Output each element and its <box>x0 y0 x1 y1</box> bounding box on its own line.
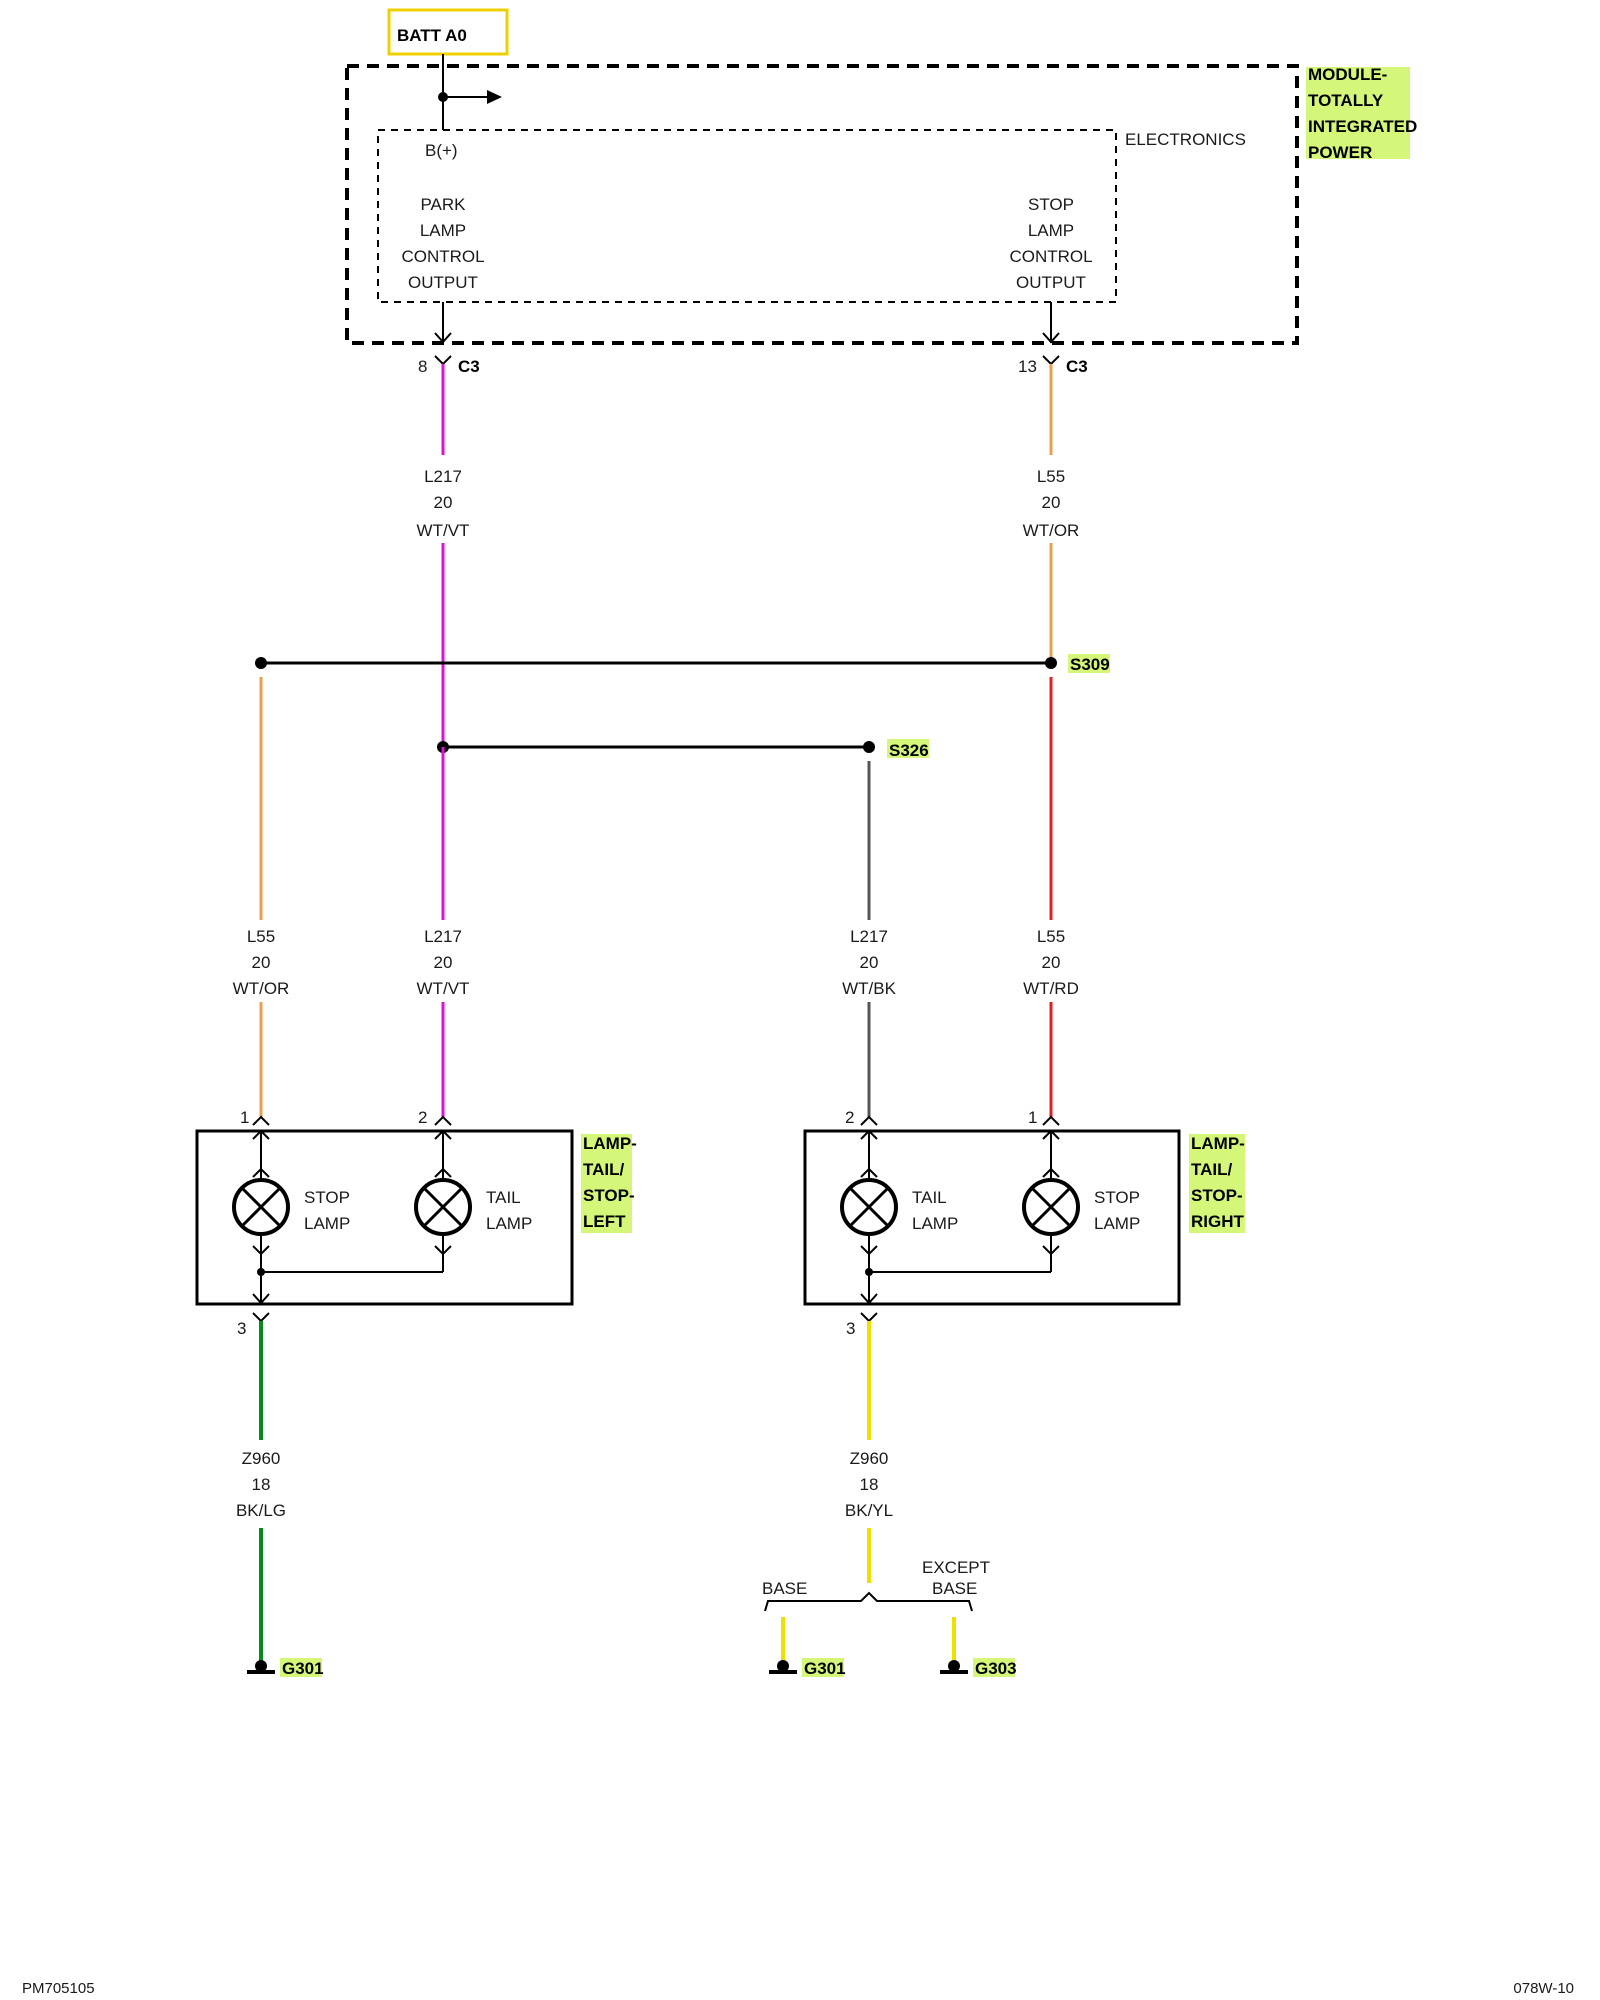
module-box <box>345 64 1299 345</box>
wire-label: 18 <box>860 1475 879 1494</box>
wire-label: 20 <box>860 953 879 972</box>
ground-icon <box>769 1660 797 1674</box>
park-output-1: PARK <box>420 195 466 214</box>
c3-left-pin: 8 <box>418 357 427 376</box>
stop-output-1: STOP <box>1028 195 1074 214</box>
c3-right-pin-icon <box>1042 355 1060 366</box>
module-title-2: TOTALLY <box>1308 91 1384 110</box>
lamp-right-bulb-a-1: TAIL <box>912 1188 947 1207</box>
module-title-3: INTEGRATED <box>1308 117 1417 136</box>
c3-right-name: C3 <box>1066 357 1088 376</box>
wire-label: L217 <box>424 467 462 486</box>
lamp-left-title-2: TAIL/ <box>583 1160 625 1179</box>
lamp-left-title-1: LAMP- <box>583 1134 637 1153</box>
bulb-icon <box>414 1178 472 1236</box>
feed-arrow-icon <box>487 90 502 104</box>
bulb-icon <box>1022 1178 1080 1236</box>
lamp-left-title-3: STOP- <box>583 1186 635 1205</box>
c3-left-pin-icon <box>434 355 452 366</box>
module-title-1: MODULE- <box>1308 65 1387 84</box>
wire-label: 20 <box>252 953 271 972</box>
park-output-3: CONTROL <box>401 247 484 266</box>
wire-label: 18 <box>252 1475 271 1494</box>
bulb-icon <box>840 1178 898 1236</box>
lamp-right-bulb-b-1: STOP <box>1094 1188 1140 1207</box>
wire-label: L55 <box>247 927 275 946</box>
lamp-left-pin-3: 3 <box>237 1319 246 1338</box>
wire-label: WT/OR <box>233 979 290 998</box>
wire-label: BK/LG <box>236 1501 286 1520</box>
stop-output-arrow-icon <box>1042 332 1060 344</box>
park-output-arrow-icon <box>434 332 452 344</box>
wire-label: WT/VT <box>417 521 470 540</box>
wire-label: 20 <box>1042 953 1061 972</box>
lamp-left-assembly: 1 2 STOP LAMP TAIL LAMP 3 <box>195 1108 574 1338</box>
lamp-right-title-2: TAIL/ <box>1191 1160 1233 1179</box>
wire-label: 20 <box>1042 493 1061 512</box>
ground-mid-label: G301 <box>804 1659 846 1678</box>
lamp-left-bulb-b-1: TAIL <box>486 1188 521 1207</box>
lamp-right-bulb-b-2: LAMP <box>1094 1214 1140 1233</box>
lamp-right-title-3: STOP- <box>1191 1186 1243 1205</box>
c3-left-name: C3 <box>458 357 480 376</box>
stop-output-2: LAMP <box>1028 221 1074 240</box>
footer-right: 078W-10 <box>1513 1980 1574 1997</box>
lamp-right-title-1: LAMP- <box>1191 1134 1245 1153</box>
electronics-box <box>377 129 1117 303</box>
electronics-label: ELECTRONICS <box>1125 130 1246 149</box>
lamp-right-pin-2: 2 <box>845 1108 854 1127</box>
wire-label: BK/YL <box>845 1501 893 1520</box>
lamp-right-pin-3: 3 <box>846 1319 855 1338</box>
wire-label: Z960 <box>242 1449 281 1468</box>
lamp-left-bulb-b-2: LAMP <box>486 1214 532 1233</box>
wire-label: 20 <box>434 493 453 512</box>
wire-label: 20 <box>434 953 453 972</box>
lamp-right-title-4: RIGHT <box>1191 1212 1245 1231</box>
lamp-left-title-4: LEFT <box>583 1212 626 1231</box>
footer-left: PM705105 <box>22 1980 95 1997</box>
bplus-label: B(+) <box>425 141 458 160</box>
splice-s326-label: S326 <box>889 741 929 760</box>
lamp-right-pin-1: 1 <box>1028 1108 1037 1127</box>
batt-box <box>387 8 509 56</box>
lamp-right-assembly: 2 1 TAIL LAMP STOP LAMP 3 <box>803 1108 1181 1338</box>
batt-label: BATT A0 <box>397 26 467 45</box>
ground-right-label: G303 <box>975 1659 1017 1678</box>
bulb-icon <box>232 1178 290 1236</box>
lamp-left-pin-1: 1 <box>240 1108 249 1127</box>
wire-label: L55 <box>1037 927 1065 946</box>
wire-label: L217 <box>850 927 888 946</box>
c3-right-pin: 13 <box>1018 357 1037 376</box>
module-title-4: POWER <box>1308 143 1372 162</box>
wire-label: L55 <box>1037 467 1065 486</box>
stop-output-4: OUTPUT <box>1016 273 1086 292</box>
wire-label: WT/BK <box>842 979 896 998</box>
park-output-4: OUTPUT <box>408 273 478 292</box>
stop-output-3: CONTROL <box>1009 247 1092 266</box>
wire-label: WT/RD <box>1023 979 1079 998</box>
lamp-left-bulb-a-1: STOP <box>304 1188 350 1207</box>
branch-bracket <box>764 1591 973 1612</box>
lamp-left-pin-2: 2 <box>418 1108 427 1127</box>
ground-left-label: G301 <box>282 1659 324 1678</box>
wire-label: WT/OR <box>1023 521 1080 540</box>
ground-icon <box>940 1660 968 1674</box>
lamp-right-bulb-a-2: LAMP <box>912 1214 958 1233</box>
splice-s309-label: S309 <box>1070 655 1110 674</box>
lamp-right-box <box>803 1129 1181 1306</box>
park-output-2: LAMP <box>420 221 466 240</box>
wire-label: WT/VT <box>417 979 470 998</box>
wire-label: Z960 <box>850 1449 889 1468</box>
ground-icon <box>247 1660 275 1674</box>
lamp-left-bulb-a-2: LAMP <box>304 1214 350 1233</box>
branch-except-1: EXCEPT <box>922 1558 990 1577</box>
lamp-left-box <box>195 1129 574 1306</box>
branch-except-2: BASE <box>932 1579 977 1598</box>
wire-label: L217 <box>424 927 462 946</box>
branch-base-label: BASE <box>762 1579 807 1598</box>
